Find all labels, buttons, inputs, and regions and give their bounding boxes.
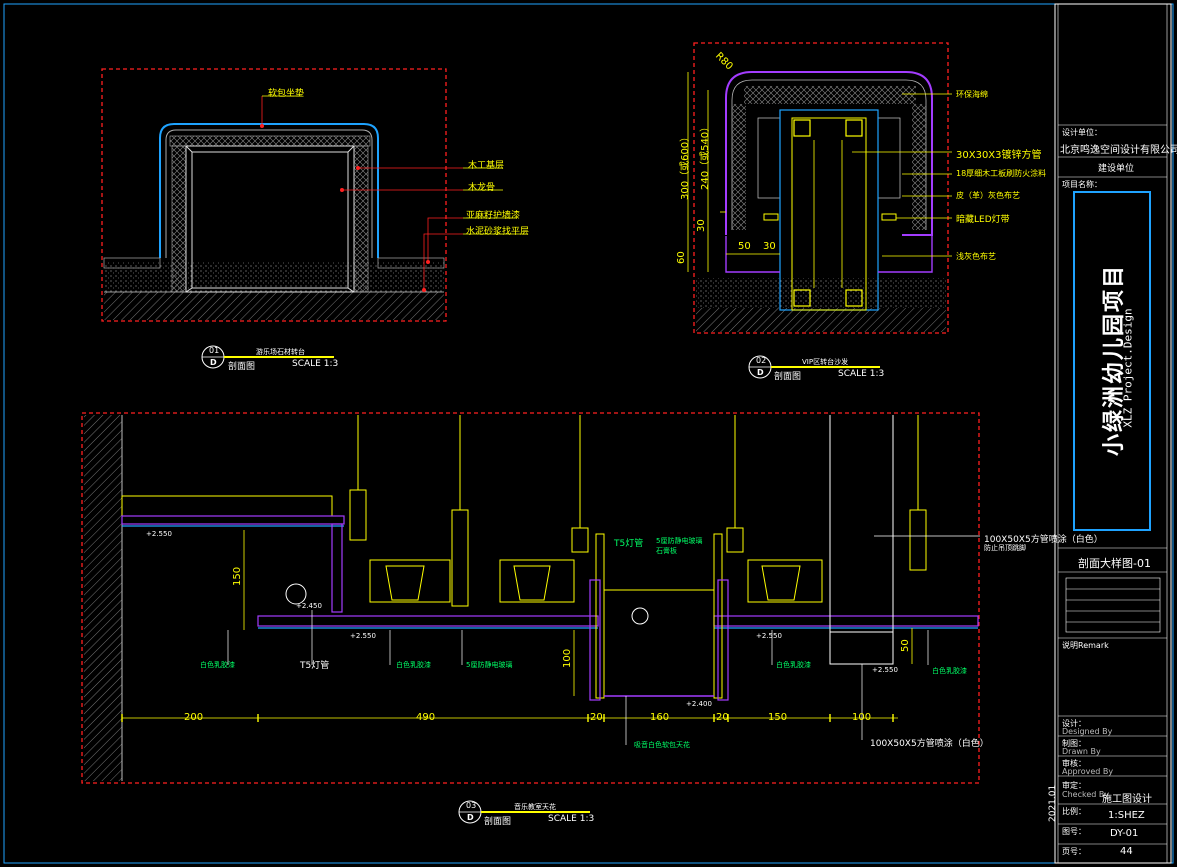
project-name-box: [1073, 191, 1151, 531]
review-en: Checked By: [1062, 790, 1110, 799]
d01-type: 剖面图: [228, 362, 256, 372]
d03-label: 5厘防静电玻璃: [466, 661, 513, 669]
design-en: Designed By: [1062, 727, 1113, 736]
d03-dim: 100: [562, 648, 573, 668]
d02-label: 环保海绵: [956, 90, 988, 99]
d02-dim: 300（或600）: [680, 131, 691, 200]
d02-dim: 30: [763, 241, 776, 252]
d03-label: 防止吊顶跳脚: [984, 544, 1026, 552]
draw-label: 制图：: [1062, 739, 1086, 748]
d03-dim: 20: [716, 712, 729, 723]
d03-label: T5灯管: [300, 661, 330, 671]
d02-dim: 240（或540）: [700, 121, 711, 190]
d01-num: 01: [209, 346, 220, 355]
d03-label: 白色乳胶漆: [200, 661, 235, 669]
project-subtitle: XLZ Project.Design: [1121, 308, 1135, 428]
check-en: Approved By: [1062, 767, 1114, 776]
d03-label: 100X50X5方管喷涂（白色）: [984, 535, 1103, 545]
d02-label: 18厚细木工板刷防火涂料: [956, 169, 1047, 178]
d03-dim: 160: [650, 712, 670, 723]
d03-num: 03: [466, 801, 477, 810]
company-name: 北京鸣逸空间设计有限公司: [1060, 145, 1177, 156]
project-label: 项目名称：: [1062, 180, 1102, 189]
d02-label: 皮（革）灰色布艺: [956, 191, 1020, 200]
notes-title: 说明Remark: [1062, 641, 1109, 650]
review-label: 审定：: [1062, 781, 1086, 790]
d02-label: 30X30X3镀锌方管: [956, 150, 1042, 161]
d02-dim: 50: [738, 241, 751, 252]
d03-label: 100X50X5方管喷涂（白色）: [870, 739, 989, 749]
d03-level: +2.550: [872, 666, 898, 674]
num-value: DY-01: [1110, 828, 1139, 839]
d01-label: 软包坐垫: [268, 89, 305, 99]
d03-label: 白色乳胶漆: [932, 667, 967, 675]
d01-label: 木龙骨: [468, 183, 496, 193]
d01-label: 木工基层: [468, 161, 505, 171]
drawing-d03: [81, 412, 980, 824]
d03-dim: 20: [590, 712, 603, 723]
d03-label: 白色乳胶漆: [396, 661, 431, 669]
d03-label: 吸音白色软包天花: [634, 741, 690, 749]
drawing-d01: [101, 68, 527, 369]
phase-value: 施工图设计: [1102, 794, 1152, 805]
drawing-d02: [687, 42, 952, 379]
draw-en: Drawn By: [1062, 747, 1101, 756]
sheet-name: 剖面大样图-01: [1078, 557, 1151, 570]
d03-dim: 100: [852, 712, 872, 723]
d01-name: 游乐场石材转台: [256, 348, 305, 356]
d02-label: 暗藏LED灯带: [956, 215, 1010, 225]
d03-dim: 150: [768, 712, 788, 723]
d03-label: 5厘防静电玻璃: [656, 537, 703, 545]
client-label: 建设单位: [1098, 164, 1135, 174]
d03-type: 剖面图: [484, 817, 512, 827]
d03-dim: 200: [184, 712, 204, 723]
d03-level: +2.550: [146, 530, 172, 538]
d01-tag: D: [210, 358, 217, 367]
d03-tag: D: [467, 813, 474, 822]
d02-num: 02: [756, 356, 767, 365]
scale-value: 1:SHEZ: [1108, 810, 1145, 821]
d02-scale: SCALE 1:3: [838, 369, 885, 379]
d02-name: VIP区转台沙发: [802, 358, 849, 366]
d01-label: 水泥砂浆找平层: [466, 227, 530, 237]
d03-dim: 150: [232, 566, 243, 586]
d03-level: +2.550: [350, 632, 376, 640]
page-label: 页号：: [1062, 847, 1086, 856]
d02-type: 剖面图: [774, 372, 802, 382]
d03-dim: 490: [416, 712, 436, 723]
d03-label: T5灯管: [614, 539, 644, 549]
d02-label: 浅灰色布艺: [956, 252, 996, 261]
d01-label: 亚麻籽护墙漆: [466, 211, 521, 221]
d02-dim: 60: [676, 251, 687, 264]
scale-label: 比例：: [1062, 807, 1086, 816]
page-value: 44: [1120, 846, 1133, 857]
d03-level: +2.400: [686, 700, 712, 708]
d03-label: 白色乳胶漆: [776, 661, 811, 669]
date: 2021.01: [1048, 784, 1058, 822]
design-label: 设计：: [1062, 719, 1086, 728]
d03-name: 音乐教室天花: [514, 803, 556, 811]
check-label: 审核：: [1062, 759, 1086, 768]
d03-dim: 50: [900, 639, 911, 652]
d03-level: +2.550: [756, 632, 782, 640]
company-label: 设计单位：: [1062, 128, 1102, 137]
d03-level: +2.450: [296, 602, 322, 610]
d02-dim: 30: [696, 219, 707, 232]
d01-scale: SCALE 1:3: [292, 359, 339, 369]
d03-scale: SCALE 1:3: [548, 814, 595, 824]
num-label: 图号：: [1062, 827, 1086, 836]
d03-label: 石膏板: [656, 547, 677, 555]
d02-tag: D: [757, 368, 764, 377]
